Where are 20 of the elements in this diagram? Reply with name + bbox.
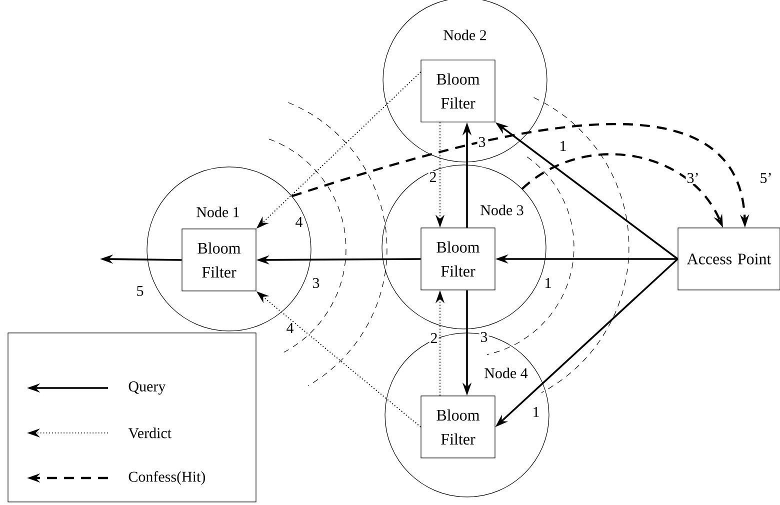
legend-label: Verdict [128,428,172,438]
filter-box: Bloom Filter [182,228,256,292]
edge-label: 5 [135,285,145,297]
access-point-box: Access Point [678,228,780,290]
edge-label: 3 [311,276,321,290]
edge-label: 5’ [758,172,774,184]
edge-label: 3’ [686,172,700,184]
edge-label: 4 [294,216,304,228]
edge-label: 4 [285,322,295,334]
filter-box: Bloom Filter [420,60,496,122]
edge-label: 3 [479,330,489,344]
filter-box: Bloom Filter [420,228,496,290]
edge-label: 2 [429,332,439,344]
filter-box: Bloom Filter [420,396,496,458]
legend-label: Query [128,381,166,395]
edge-label: 1 [558,140,568,152]
edge-label: 2 [428,171,438,183]
edge-label: 3 [477,136,487,148]
edge-label: 1 [531,406,541,418]
legend-label: Confess(Hit) [128,471,206,485]
